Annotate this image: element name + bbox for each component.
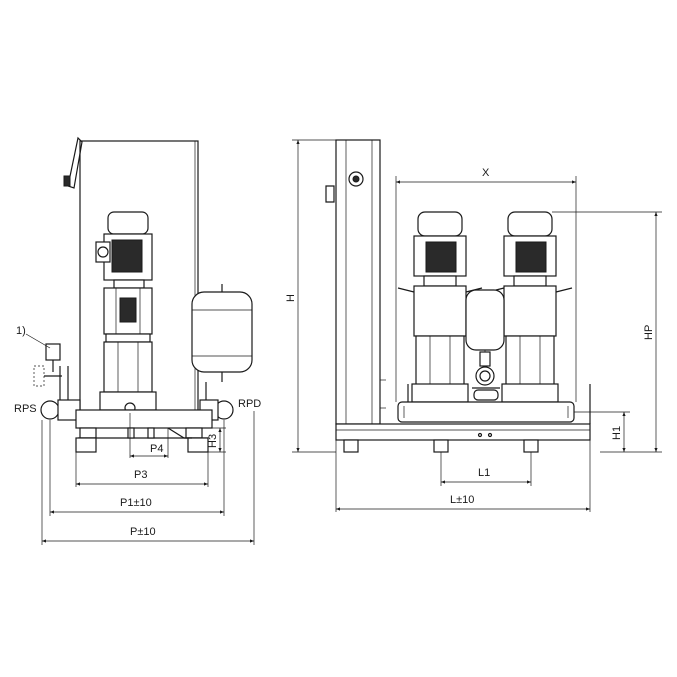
cabinet-door-handle xyxy=(67,136,83,189)
label-hp: HP xyxy=(643,325,655,340)
pump-right-front xyxy=(487,211,573,403)
label-p: P±10 xyxy=(130,526,156,538)
cabinet-lock xyxy=(325,185,335,203)
pressure-switch xyxy=(25,333,62,387)
label-l1: L1 xyxy=(478,467,490,479)
label-x: X xyxy=(482,167,490,179)
front-cabinet xyxy=(335,139,381,425)
label-callout: 1) xyxy=(16,325,26,337)
label-p3: P3 xyxy=(134,469,147,481)
side-view xyxy=(25,136,255,545)
front-view xyxy=(292,139,662,512)
pump-left-front xyxy=(397,211,483,403)
label-rps: RPS xyxy=(14,403,37,415)
side-dimensions xyxy=(41,411,255,545)
label-h: H xyxy=(285,294,297,302)
pressure-gauge xyxy=(472,351,500,401)
motor-side xyxy=(95,211,153,289)
base-frame-side xyxy=(75,409,213,453)
label-l: L±10 xyxy=(450,494,474,506)
label-rpd: RPD xyxy=(238,398,261,410)
front-dimensions xyxy=(292,139,662,511)
label-h1: H1 xyxy=(611,426,623,440)
pump-column-side xyxy=(99,287,157,414)
front-manifold xyxy=(397,401,575,423)
label-h3: H3 xyxy=(207,434,219,448)
suction-manifold xyxy=(40,366,81,421)
label-p1: P1±10 xyxy=(120,497,152,509)
label-p4: P4 xyxy=(150,443,163,455)
base-frame-front xyxy=(335,423,591,512)
expansion-vessel xyxy=(191,284,253,382)
